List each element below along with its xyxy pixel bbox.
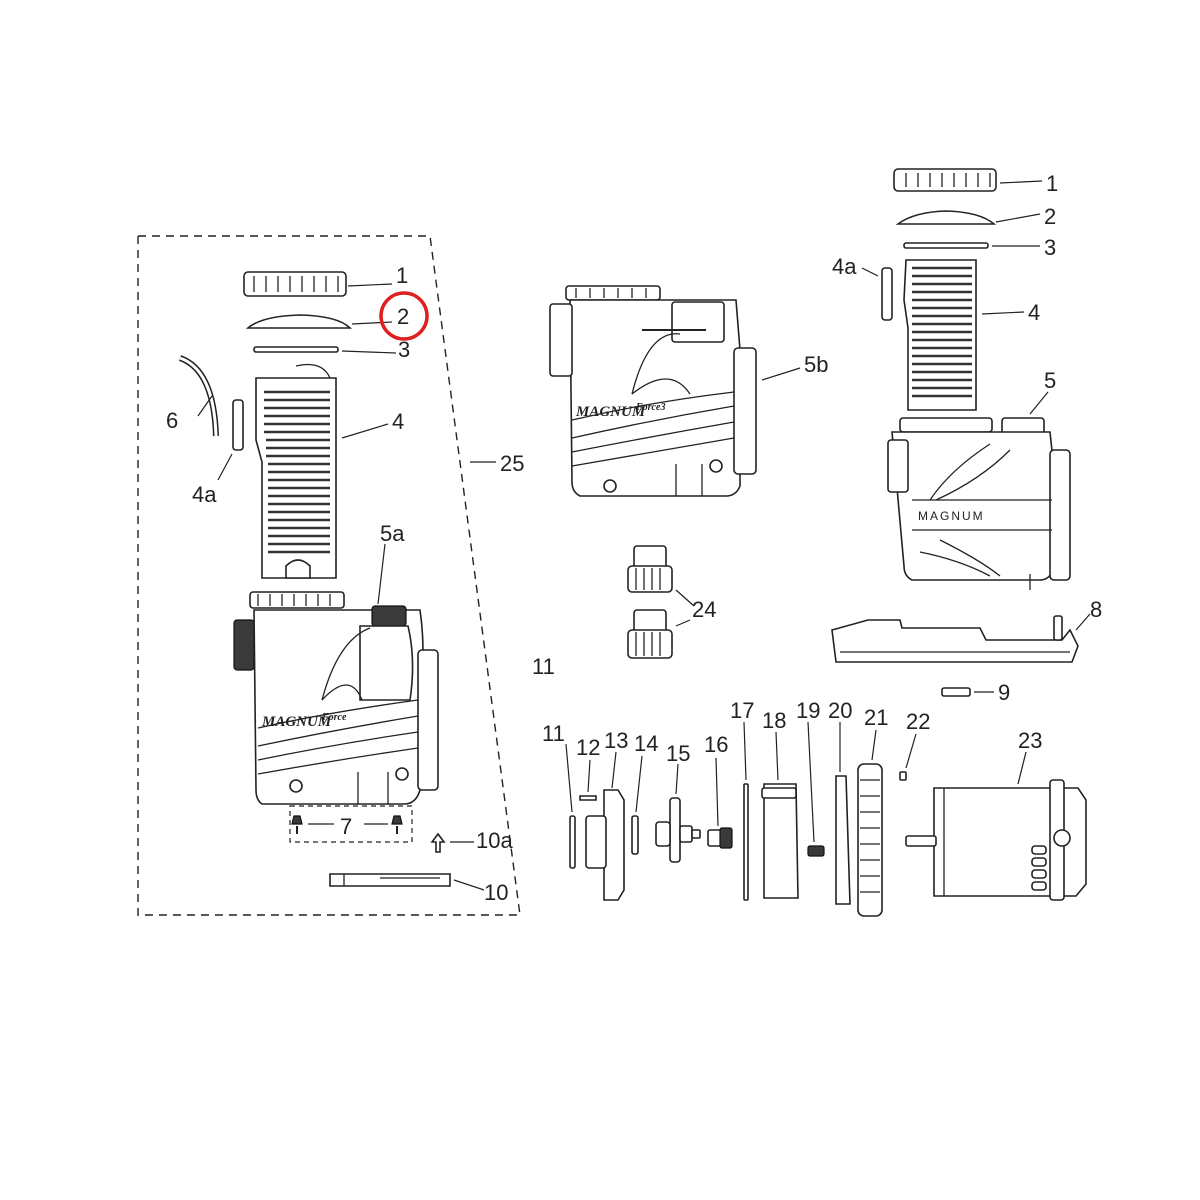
- housing-brand-middle-suffix: Force3: [635, 402, 665, 413]
- pin-22: [899, 771, 907, 781]
- base-plate-right: [831, 615, 1079, 663]
- callout-row-12: 12: [576, 735, 600, 760]
- housing-brand-left-suffix: Force: [321, 712, 347, 723]
- basket-clip: [232, 399, 244, 451]
- callout-right-8: 8: [1090, 597, 1102, 622]
- callout-row-20: 20: [828, 698, 852, 723]
- lid-ring-right: [893, 168, 997, 192]
- callout-mid-5b: 5b: [804, 352, 828, 377]
- housing-brand-left: MAGNUM: [261, 714, 332, 730]
- callout-row-13: 13: [604, 728, 628, 753]
- callout-row-17: 17: [730, 698, 754, 723]
- callout-row-18: 18: [762, 708, 786, 733]
- callout-mid-11: 11: [532, 654, 555, 679]
- motor-assembly-row: 11 12 13 14 15 16 17 18 19 20 21 22 23: [542, 698, 1087, 917]
- shim-right: [941, 687, 971, 697]
- callout-left-10: 10: [484, 880, 508, 905]
- seal-plate-13: [585, 789, 625, 901]
- pump-housing-right: MAGNUM: [887, 417, 1071, 590]
- impeller-16: [707, 827, 733, 849]
- housing-brand-middle: MAGNUM: [575, 404, 646, 420]
- callout-left-5a: 5a: [380, 521, 405, 546]
- o-ring-14: [631, 815, 639, 855]
- motor-23: [905, 779, 1087, 901]
- callout-left-1: 1: [396, 263, 408, 288]
- callout-right-9: 9: [998, 680, 1010, 705]
- strainer-basket: [255, 363, 337, 579]
- strainer-basket-right: [903, 259, 977, 411]
- bolt-19: [807, 845, 825, 857]
- callout-right-4: 4: [1028, 300, 1040, 325]
- callout-row-19: 19: [796, 698, 820, 723]
- drain-plug: [430, 832, 446, 853]
- diffuser-15: [655, 797, 701, 863]
- ring-21: [857, 763, 883, 917]
- callout-left-6: 6: [166, 408, 178, 433]
- lid-o-ring-right: [903, 242, 989, 249]
- callout-left-4a: 4a: [192, 482, 217, 507]
- callout-right-5: 5: [1044, 368, 1056, 393]
- callout-right-4a: 4a: [832, 254, 857, 279]
- callout-right-3: 3: [1044, 235, 1056, 260]
- lid: [245, 314, 352, 329]
- union-fittings: [627, 545, 673, 659]
- callout-left-25: 25: [500, 451, 524, 476]
- callout-mid-24: 24: [692, 597, 716, 622]
- callout-left-7: 7: [340, 814, 352, 839]
- callout-left-3: 3: [398, 337, 410, 362]
- housing-bolts: [289, 805, 413, 843]
- assembly-group-dashed-outline: [137, 235, 521, 916]
- highlight-circle: [379, 291, 429, 341]
- pump-housing-middle: MAGNUM Force3: [549, 285, 757, 497]
- lid-ring: [243, 271, 347, 297]
- callout-row-22: 22: [906, 709, 930, 734]
- left-assembly: MAGNUM Force: [137, 235, 524, 916]
- lid-o-ring: [253, 346, 339, 353]
- callout-left-2: 2: [397, 304, 409, 329]
- seal-housing-18: [761, 783, 799, 899]
- gasket-17: [743, 783, 749, 901]
- housing-brand-right: MAGNUM: [918, 509, 985, 523]
- gasket-11: [569, 815, 576, 869]
- base-wedge: [329, 873, 451, 887]
- callout-row-11: 11: [542, 721, 565, 746]
- adapter-20: [835, 775, 851, 905]
- lid-right: [895, 210, 997, 225]
- pump-housing-left: MAGNUM Force: [233, 591, 439, 805]
- callout-row-21: 21: [864, 705, 888, 730]
- callout-left-10a: 10a: [476, 828, 513, 853]
- callout-row-23: 23: [1018, 728, 1042, 753]
- callout-row-14: 14: [634, 731, 658, 756]
- callout-right-1: 1: [1046, 171, 1058, 196]
- basket-clip-right: [881, 267, 893, 321]
- callout-left-4: 4: [392, 409, 404, 434]
- callout-right-2: 2: [1044, 204, 1056, 229]
- middle-assembly: MAGNUM Force3 5b 24 11: [532, 285, 828, 679]
- callout-row-16: 16: [704, 732, 728, 757]
- right-assembly: MAGNUM 1 2 3 4 4a 5 8 9: [831, 168, 1102, 705]
- callout-row-15: 15: [666, 741, 690, 766]
- screw-12: [579, 795, 597, 801]
